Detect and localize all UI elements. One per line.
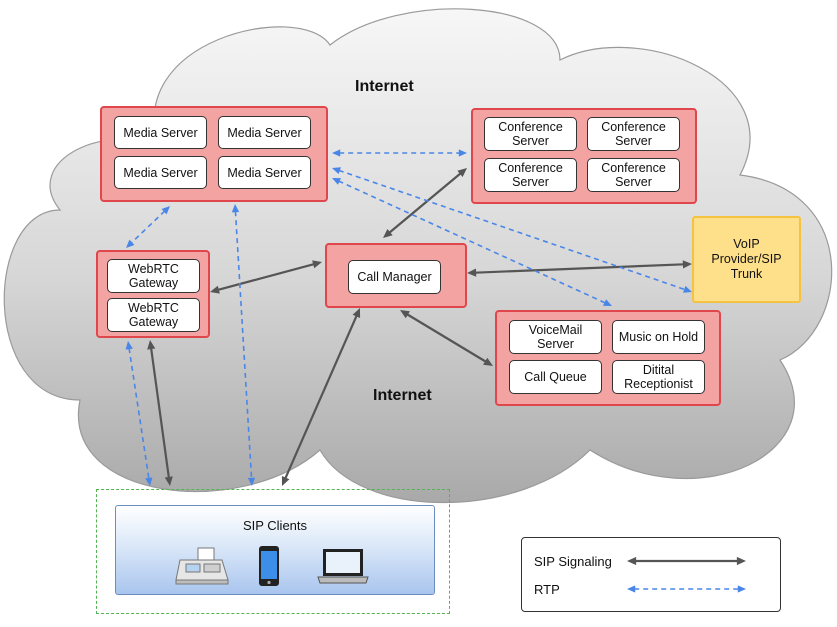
voip-provider[interactable]: VoIP Provider/SIP Trunk xyxy=(692,216,801,303)
legend-sip-signaling-label: SIP Signaling xyxy=(534,554,612,569)
webrtc-gateway-1[interactable]: WebRTC Gateway xyxy=(107,259,200,293)
internet-label-top: Internet xyxy=(355,78,414,95)
digital-receptionist[interactable]: Ditital Receptionist xyxy=(612,360,705,394)
sip-clients-box[interactable]: SIP Clients xyxy=(115,505,435,595)
sip-clients-title: SIP Clients xyxy=(242,518,308,533)
legend: SIP Signaling RTP xyxy=(521,537,781,612)
media-server-1[interactable]: Media Server xyxy=(114,116,207,149)
internet-label-bottom: Internet xyxy=(373,387,432,404)
sip-clients-container xyxy=(96,489,450,614)
media-server-3[interactable]: Media Server xyxy=(114,156,207,189)
call-queue[interactable]: Call Queue xyxy=(509,360,602,394)
laptop-icon xyxy=(317,549,369,584)
conference-server-4[interactable]: Conference Server xyxy=(587,158,680,192)
conference-server-2[interactable]: Conference Server xyxy=(587,117,680,151)
music-on-hold[interactable]: Music on Hold xyxy=(612,320,705,354)
call-manager[interactable]: Call Manager xyxy=(348,260,441,294)
mobile-phone-icon xyxy=(259,546,279,586)
media-server-4[interactable]: Media Server xyxy=(218,156,311,189)
voicemail-server[interactable]: VoiceMail Server xyxy=(509,320,602,354)
conference-server-3[interactable]: Conference Server xyxy=(484,158,577,192)
conference-server-1[interactable]: Conference Server xyxy=(484,117,577,151)
fax-machine-icon xyxy=(175,547,229,585)
legend-rtp-label: RTP xyxy=(534,582,560,597)
media-server-2[interactable]: Media Server xyxy=(218,116,311,149)
webrtc-gateway-2[interactable]: WebRTC Gateway xyxy=(107,298,200,332)
